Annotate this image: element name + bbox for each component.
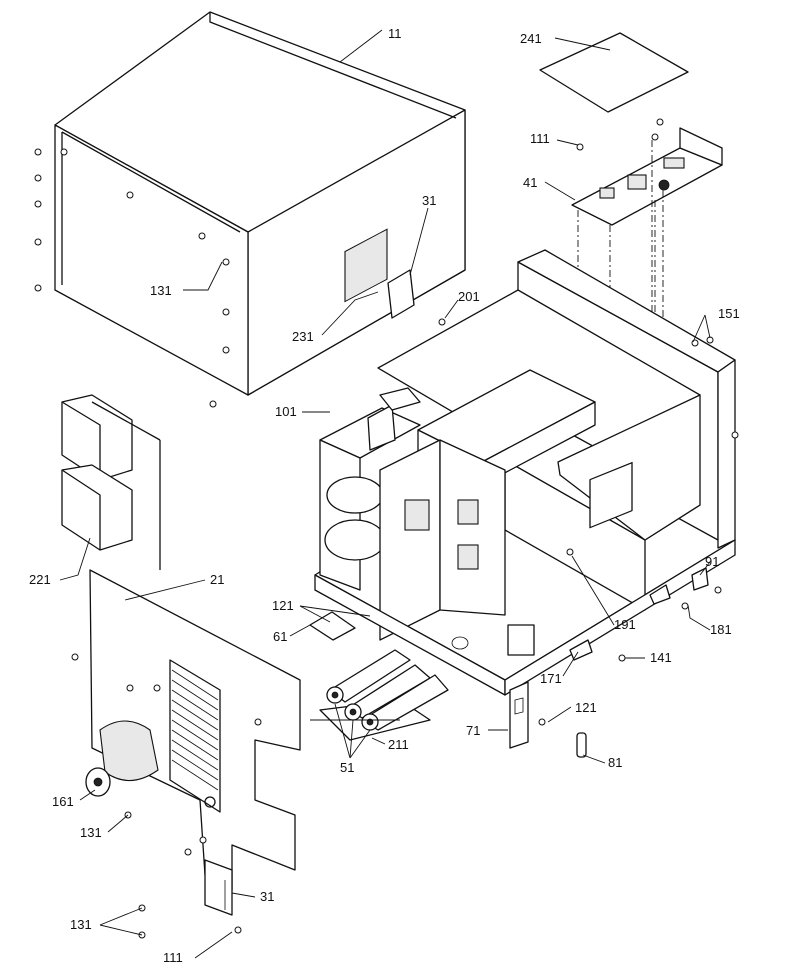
callout-51: 51 <box>340 760 354 775</box>
callout-71: 71 <box>466 723 480 738</box>
callout-41: 41 <box>523 175 537 190</box>
callout-31-top: 31 <box>422 193 436 208</box>
thermostats <box>566 548 722 662</box>
callout-81: 81 <box>608 755 622 770</box>
callout-111-top: 111 <box>530 131 550 146</box>
callout-151: 151 <box>718 306 740 321</box>
capacitors <box>319 649 449 741</box>
callout-131-lower: 131 <box>80 825 102 840</box>
callout-211: 211 <box>388 737 409 752</box>
callout-241: 241 <box>520 31 542 46</box>
callout-101: 101 <box>275 404 297 419</box>
fuse <box>576 732 587 758</box>
label-sheet <box>539 32 689 113</box>
main-chassis <box>314 249 739 696</box>
callout-201: 201 <box>458 289 480 304</box>
cabinet-cover <box>54 11 466 396</box>
leader-lines <box>59 29 711 959</box>
callout-21: 21 <box>210 572 224 587</box>
fan-motor <box>85 767 111 797</box>
callout-labels: 11 241 111 41 31 131 201 231 151 101 221… <box>29 26 740 965</box>
cover-screws <box>34 148 446 408</box>
door-switch-bracket <box>509 681 546 749</box>
callout-141: 141 <box>650 650 672 665</box>
callout-131-bottom: 131 <box>70 917 92 932</box>
spacer-plate <box>309 611 356 641</box>
front-panel <box>71 401 301 939</box>
callout-231: 231 <box>292 329 314 344</box>
callout-171: 171 <box>540 671 562 686</box>
callout-121-mid: 121 <box>272 598 294 613</box>
callout-181: 181 <box>710 622 732 637</box>
callout-111-bottom: 111 <box>163 950 183 965</box>
callout-31-bottom: 31 <box>260 889 274 904</box>
callout-131-top: 131 <box>150 283 172 298</box>
callout-11: 11 <box>388 26 402 41</box>
callout-191: 191 <box>614 617 636 632</box>
callout-161: 161 <box>52 794 74 809</box>
callout-91: 91 <box>705 554 719 569</box>
callout-221: 221 <box>29 572 51 587</box>
control-board <box>571 118 723 226</box>
callout-61: 61 <box>273 629 287 644</box>
bracket-plate <box>204 859 233 916</box>
callout-121-right: 121 <box>575 700 597 715</box>
baffle-trays <box>61 394 133 551</box>
grille-slats <box>171 669 219 791</box>
